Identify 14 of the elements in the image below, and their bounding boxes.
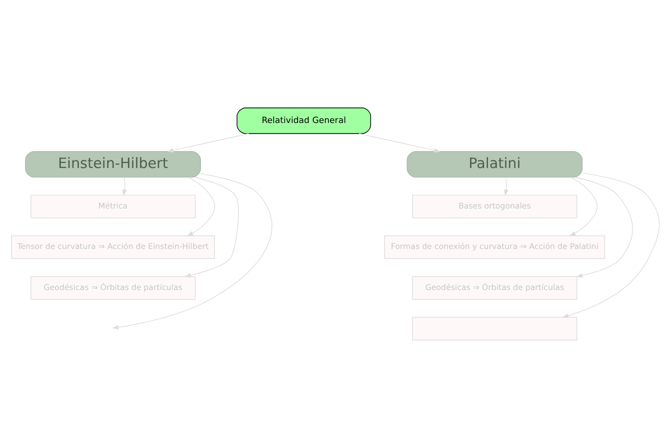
arrow xyxy=(167,132,249,152)
arrow xyxy=(504,176,508,196)
arrow xyxy=(186,176,216,236)
arrow xyxy=(569,176,598,236)
arrow xyxy=(575,176,633,278)
arrow xyxy=(562,172,660,318)
arrow xyxy=(358,132,441,152)
node-box: Relatividad General xyxy=(236,107,372,134)
arrow xyxy=(122,176,127,196)
arrow xyxy=(184,176,239,278)
node-box: Palatini xyxy=(406,150,583,178)
node-box: Einstein-Hilbert xyxy=(25,150,201,178)
arrow xyxy=(112,172,272,329)
node-box xyxy=(412,316,578,340)
